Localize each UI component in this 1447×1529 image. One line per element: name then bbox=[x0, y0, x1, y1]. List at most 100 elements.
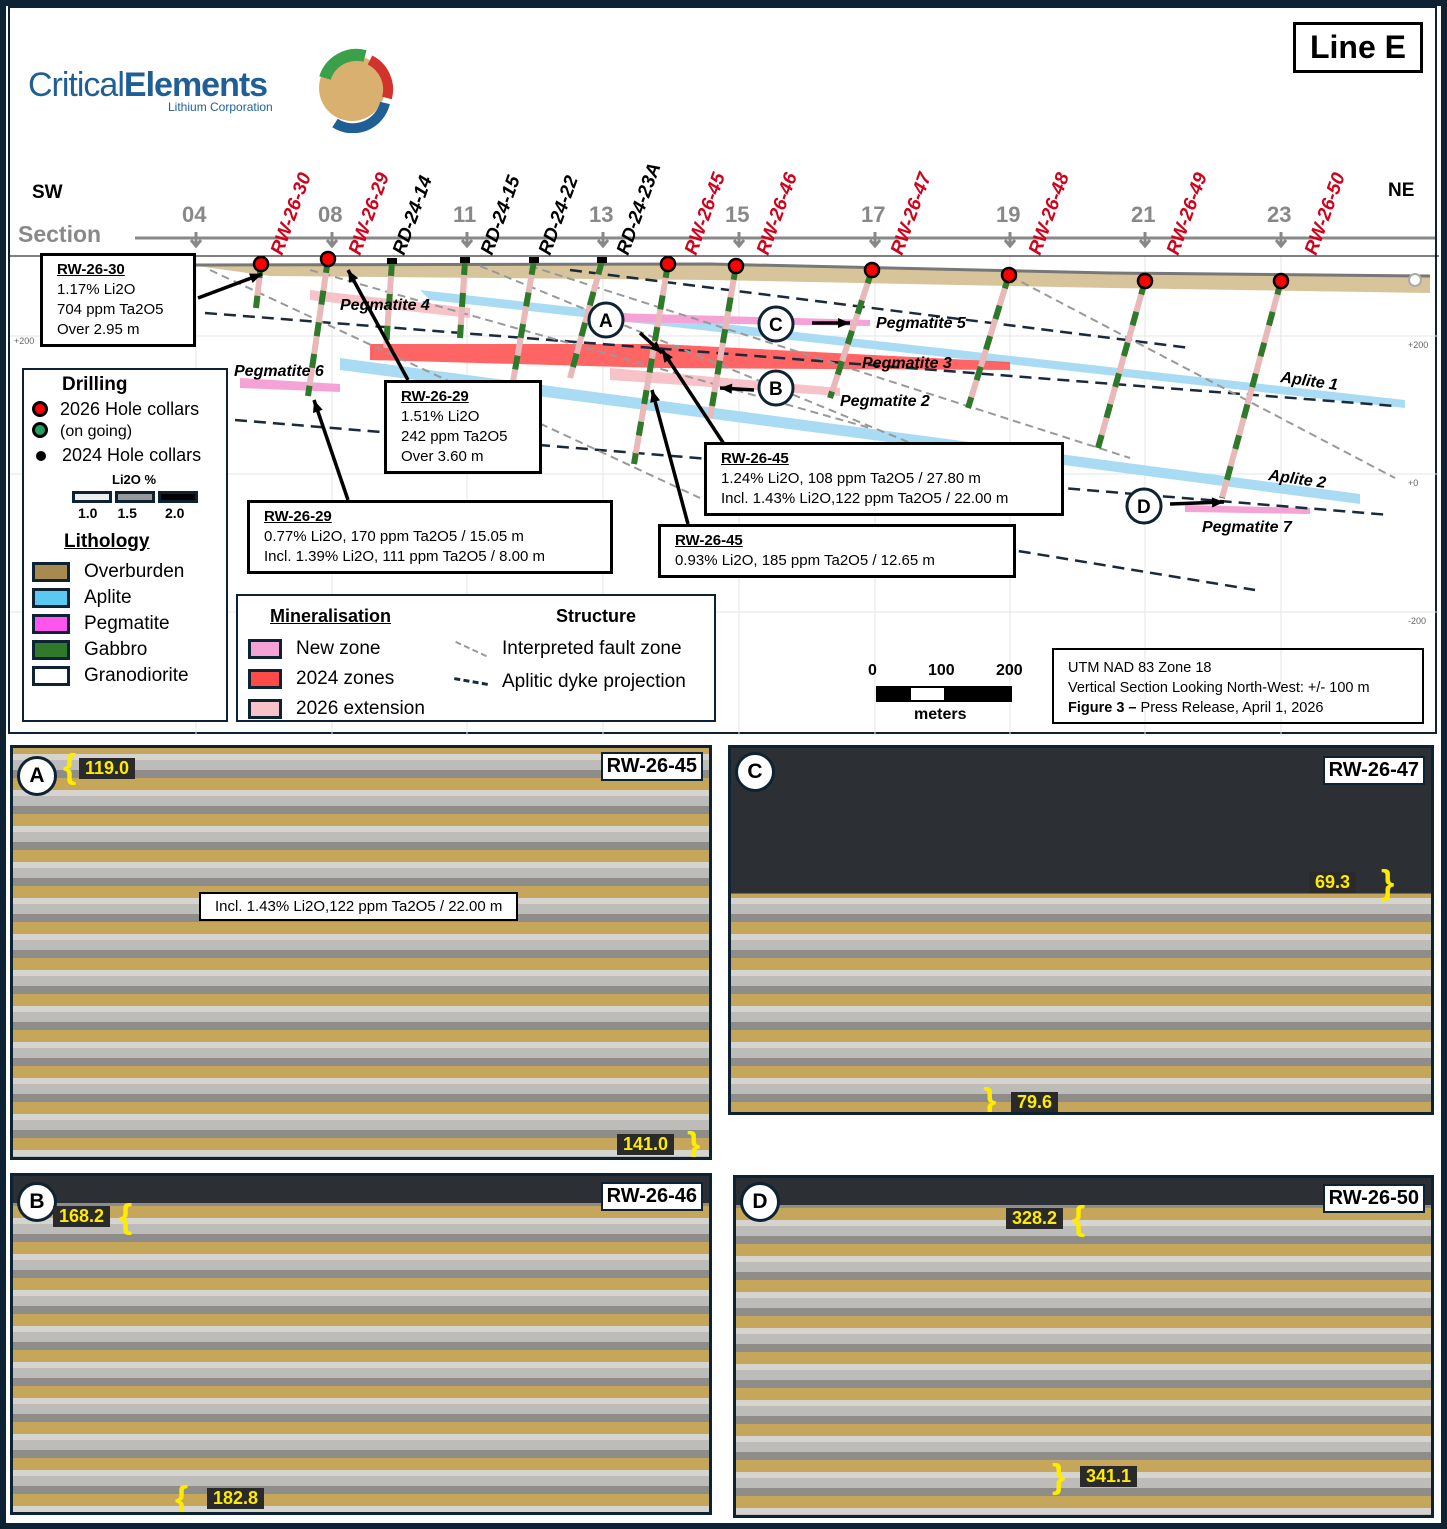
arrowhead-icon bbox=[313, 400, 323, 413]
legend-drilling-title: Drilling bbox=[62, 374, 128, 395]
depth-top: 328.2 bbox=[1006, 1208, 1064, 1229]
hole-label: RD-24-14 bbox=[389, 173, 437, 258]
brace-icon: } bbox=[983, 1082, 997, 1115]
legend-lithology-pegmatite: Pegmatite bbox=[32, 611, 218, 637]
legend-fault-zone: Interpreted fault zone bbox=[454, 636, 682, 662]
collar-2026-icon bbox=[863, 261, 881, 279]
depth-top: 168.2 bbox=[53, 1206, 111, 1227]
section-tick-arrow-icon bbox=[189, 232, 203, 249]
arrowhead-icon bbox=[348, 270, 359, 283]
brace-icon: { bbox=[63, 748, 77, 786]
callout-title: RW-26-30 bbox=[57, 261, 125, 278]
pegmatite-5-band bbox=[610, 313, 870, 326]
photo-marker: C bbox=[735, 752, 775, 792]
logo-subtitle: Lithium Corporation bbox=[168, 100, 273, 114]
legend-label: Granodiorite bbox=[84, 665, 189, 686]
brace-icon: } bbox=[1381, 864, 1395, 902]
marker-circle bbox=[1125, 487, 1163, 525]
hole-label: RW-26-45 bbox=[681, 170, 730, 258]
callout-line: 0.93% Li2O, 185 ppm Ta2O5 / 12.65 m bbox=[675, 552, 935, 569]
black-collar-icon bbox=[36, 451, 46, 461]
aplite-2-band bbox=[340, 358, 1360, 504]
unit-label: Pegmatite 6 bbox=[234, 363, 324, 380]
photo-hole-label: RW-26-46 bbox=[600, 1182, 703, 1211]
collar-2026-icon bbox=[727, 257, 745, 275]
drillhole-trace bbox=[1095, 280, 1148, 449]
scale-label-100: 100 bbox=[928, 662, 955, 679]
arrowhead-icon bbox=[650, 390, 660, 403]
li2o-scale-title: Li2O % bbox=[112, 472, 157, 487]
unit-label: Pegmatite 3 bbox=[862, 355, 952, 372]
callout-line: 1.51% Li2O bbox=[401, 408, 480, 425]
photo-hole-label: RW-26-45 bbox=[600, 752, 703, 781]
collar-2026-icon bbox=[1136, 272, 1154, 290]
collar-2026-icon bbox=[1272, 272, 1290, 290]
gabbro-interval bbox=[383, 261, 395, 349]
marker-label: C bbox=[769, 315, 783, 336]
legend-label: Gabbro bbox=[84, 639, 148, 660]
section-tick-label: 11 bbox=[453, 202, 476, 227]
drilling-lithology-legend: Drilling 2026 Hole collars (on going) 20… bbox=[22, 368, 228, 722]
brace-icon: } bbox=[687, 1126, 701, 1160]
photo-hole-label: RW-26-50 bbox=[1322, 1184, 1425, 1213]
collar-2024-icon bbox=[460, 257, 470, 263]
arrowhead-icon bbox=[649, 341, 662, 353]
photo-marker: B bbox=[17, 1182, 57, 1222]
legend-label: 2026 Hole collars bbox=[60, 399, 200, 419]
direction-sw: SW bbox=[32, 182, 63, 203]
swatch-icon bbox=[248, 698, 282, 719]
swatch-icon bbox=[32, 613, 70, 634]
legend-dyke-projection: Aplitic dyke projection bbox=[453, 669, 686, 695]
core-photo-c: C RW-26-47 69.3 } } 79.6 bbox=[728, 745, 1434, 1115]
legend-label: 2024 zones bbox=[296, 668, 395, 689]
gabbro-interval bbox=[827, 269, 875, 399]
depth-bottom: 341.1 bbox=[1080, 1466, 1138, 1487]
core-photo-d: D RW-26-50 328.2 { } 341.1 bbox=[733, 1175, 1434, 1518]
hole-label: RW-26-46 bbox=[753, 170, 802, 258]
unit-label: Pegmatite 7 bbox=[1202, 519, 1293, 536]
logo-text-1: Critical bbox=[28, 66, 125, 104]
legend-lithology-gabbro: Gabbro bbox=[32, 637, 218, 663]
legend-mineralisation-item: 2024 zones bbox=[248, 664, 425, 694]
legend-mineralisation-item: New zone bbox=[248, 634, 425, 664]
marker-circle bbox=[757, 369, 795, 407]
green-collar-icon bbox=[32, 422, 48, 438]
gabbro-interval bbox=[457, 260, 468, 339]
legend-lithology-aplite: Aplite bbox=[32, 585, 218, 611]
legend-lithology-granodiorite: Granodiorite bbox=[32, 663, 218, 689]
swatch-icon bbox=[248, 638, 282, 659]
red-collar-icon bbox=[32, 401, 48, 417]
arrowhead-icon bbox=[720, 383, 733, 394]
callout-title: RW-26-45 bbox=[675, 532, 743, 549]
unit-label: Pegmatite 2 bbox=[840, 393, 930, 410]
callout-arrow bbox=[346, 269, 410, 381]
legend-lithology-title: Lithology bbox=[64, 531, 150, 552]
elevation-label: -200 bbox=[1408, 616, 1426, 626]
scale-label-0: 0 bbox=[868, 662, 877, 679]
swatch-icon bbox=[32, 639, 70, 660]
depth-bottom: 79.6 bbox=[1011, 1092, 1059, 1112]
arrowhead-icon bbox=[1211, 497, 1224, 508]
swatch-icon bbox=[32, 587, 70, 608]
photo-hole-label: RW-26-47 bbox=[1322, 756, 1425, 785]
info-figure: Figure 3 – Press Release, April 1, 2026 bbox=[1068, 698, 1408, 718]
marker-label: B bbox=[769, 379, 783, 400]
legend-label: Interpreted fault zone bbox=[502, 638, 682, 659]
info-box: UTM NAD 83 Zone 18 Vertical Section Look… bbox=[1052, 648, 1424, 724]
hole-label: RW-26-29 bbox=[345, 170, 394, 258]
legend-label: Overburden bbox=[84, 561, 185, 582]
hole-label: RW-26-48 bbox=[1025, 170, 1074, 258]
section-tick-arrow-icon bbox=[596, 232, 610, 249]
scale-label-200: 200 bbox=[996, 662, 1023, 679]
legend-label: Aplite bbox=[84, 587, 132, 608]
section-tick-arrow-icon bbox=[1003, 232, 1017, 249]
depth-bottom: 182.8 bbox=[207, 1488, 265, 1509]
brace-icon: } bbox=[1052, 1458, 1066, 1496]
swatch-icon bbox=[248, 668, 282, 689]
section-tick-label: 08 bbox=[318, 202, 342, 227]
section-tick-arrow-icon bbox=[1138, 232, 1152, 249]
unit-label: Pegmatite 5 bbox=[876, 315, 967, 332]
callout-line: Incl. 1.39% Li2O, 111 ppm Ta2O5 / 8.00 m bbox=[264, 548, 545, 565]
globe-logo-icon bbox=[319, 48, 394, 133]
